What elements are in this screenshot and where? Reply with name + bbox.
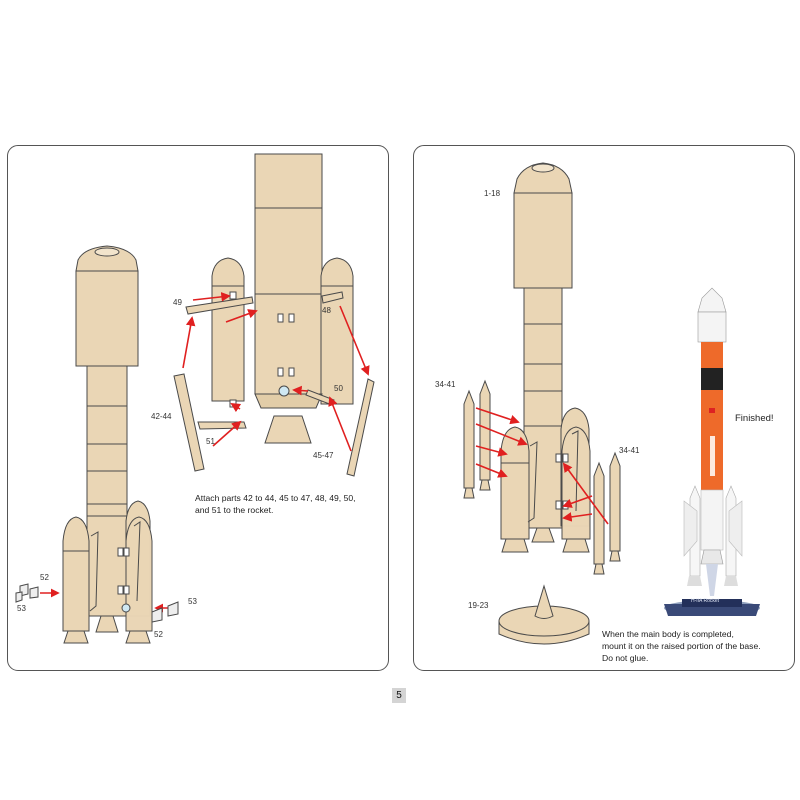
label-part-52-right: 52 [154, 630, 163, 639]
display-base [498, 584, 590, 645]
note-line-2: mount it on the raised portion of the ba… [602, 641, 761, 651]
label-parts-34-41-right: 34-41 [619, 446, 640, 455]
label-part-50: 50 [334, 384, 343, 393]
label-parts-1-18: 1-18 [484, 189, 501, 198]
instruction-line-1: Attach parts 42 to 44, 45 to 47, 48, 49,… [195, 493, 356, 503]
part-52-53-right [151, 601, 179, 623]
detail-rocket [211, 153, 354, 444]
label-parts-42-44: 42-44 [151, 412, 172, 421]
label-parts-19-23: 19-23 [468, 601, 489, 610]
label-part-53-right: 53 [188, 597, 197, 606]
model-base-caption: H-IIA Rocket [691, 598, 720, 604]
label-part-48: 48 [322, 306, 331, 315]
label-parts-45-47: 45-47 [313, 451, 334, 460]
page-number: 5 [392, 688, 406, 703]
right-instruction-panel: 1-18 34-41 34-41 19-23 Finished! H-IIA R… [413, 145, 795, 671]
label-part-52-left: 52 [40, 573, 49, 582]
finished-label: Finished! [735, 413, 774, 424]
left-instruction-text: Attach parts 42 to 44, 45 to 47, 48, 49,… [195, 492, 356, 516]
label-part-51: 51 [206, 437, 215, 446]
srb-parts-right [593, 451, 621, 575]
left-instruction-panel: 49 48 42-44 51 50 45-47 52 53 52 53 Atta… [7, 145, 389, 671]
note-line-1: When the main body is completed, [602, 629, 734, 639]
label-parts-34-41-left: 34-41 [435, 380, 456, 389]
label-part-53-left: 53 [17, 604, 26, 613]
label-part-49: 49 [173, 298, 182, 307]
assembled-rocket-left [62, 245, 153, 644]
mounting-note: When the main body is completed, mount i… [602, 628, 761, 664]
part-52-53-left [15, 583, 39, 603]
left-assembly-diagram [15, 153, 375, 644]
note-line-3: Do not glue. [602, 653, 649, 663]
main-rocket-right [500, 162, 591, 553]
instruction-line-2: and 51 to the rocket. [195, 505, 274, 515]
right-assembly-diagram [463, 162, 760, 645]
srb-parts-left [463, 379, 491, 499]
finished-model-photo [664, 287, 760, 616]
